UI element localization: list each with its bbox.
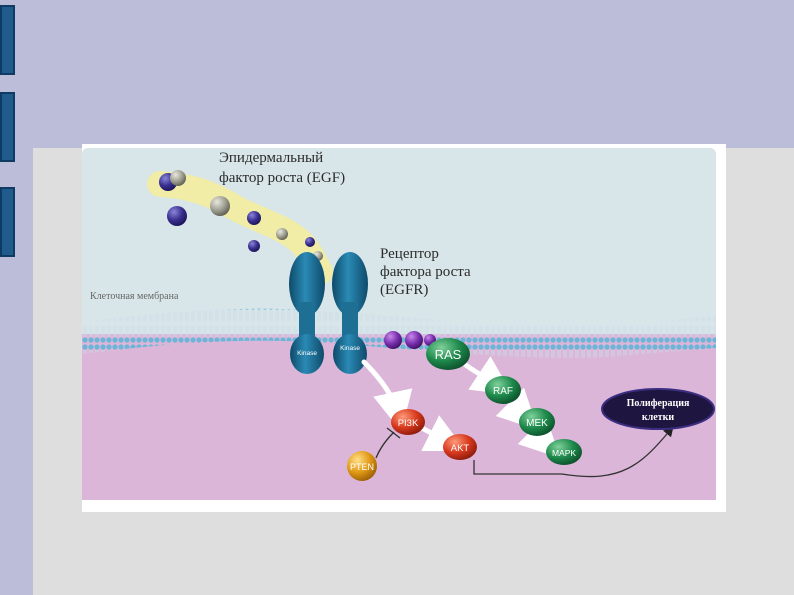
kinase-label-left: Kinase bbox=[297, 350, 317, 357]
outcome-label-line1: Полиферация bbox=[627, 398, 690, 409]
svg-text:MAPK: MAPK bbox=[552, 448, 576, 458]
akt-output-line bbox=[473, 460, 562, 475]
svg-text:RAS: RAS bbox=[435, 347, 462, 362]
side-bar-middle bbox=[0, 92, 15, 162]
kinase-label-right: Kinase bbox=[340, 345, 360, 352]
membrane-label: Клеточная мембрана bbox=[90, 291, 179, 302]
svg-text:PI3K: PI3K bbox=[398, 418, 419, 429]
node-akt: AKT bbox=[443, 434, 477, 460]
svg-text:PTEN: PTEN bbox=[350, 462, 374, 472]
svg-text:AKT: AKT bbox=[451, 443, 470, 454]
node-pi3k: PI3K bbox=[391, 409, 425, 435]
node-pten: PTEN bbox=[347, 451, 377, 481]
slide-header bbox=[0, 0, 794, 148]
side-bar-bottom bbox=[0, 187, 15, 257]
egfr-label-line2: фактора роста bbox=[380, 264, 471, 280]
node-raf: RAF bbox=[485, 376, 521, 404]
proliferation-arrow bbox=[561, 426, 674, 478]
svg-text:RAF: RAF bbox=[493, 386, 513, 397]
node-mapk: MAPK bbox=[546, 439, 582, 465]
egfr-signaling-figure: Kinase Kinase RAS RAF MEK MAPK PI3K AKT bbox=[82, 144, 726, 512]
outcome-label-line2: клетки bbox=[642, 412, 674, 423]
pten-inhibition-line bbox=[375, 427, 401, 459]
egfr-signaling-diagram: Kinase Kinase RAS RAF MEK MAPK PI3K AKT bbox=[82, 148, 716, 500]
egf-molecules bbox=[159, 170, 323, 261]
side-bar-top bbox=[0, 5, 15, 75]
cell-membrane bbox=[82, 308, 716, 358]
node-mek: MEK bbox=[519, 408, 555, 436]
egf-label-line2: фактор роста (EGF) bbox=[219, 170, 345, 186]
egfr-label-line1: Рецептор bbox=[380, 246, 439, 262]
egfr-receptor bbox=[289, 252, 368, 374]
egfr-label-line3: (EGFR) bbox=[380, 282, 428, 298]
node-ras: RAS bbox=[426, 338, 470, 370]
egf-label-line1: Эпидермальный bbox=[219, 150, 323, 166]
svg-text:MEK: MEK bbox=[526, 418, 548, 429]
proliferation-outcome bbox=[601, 388, 715, 430]
